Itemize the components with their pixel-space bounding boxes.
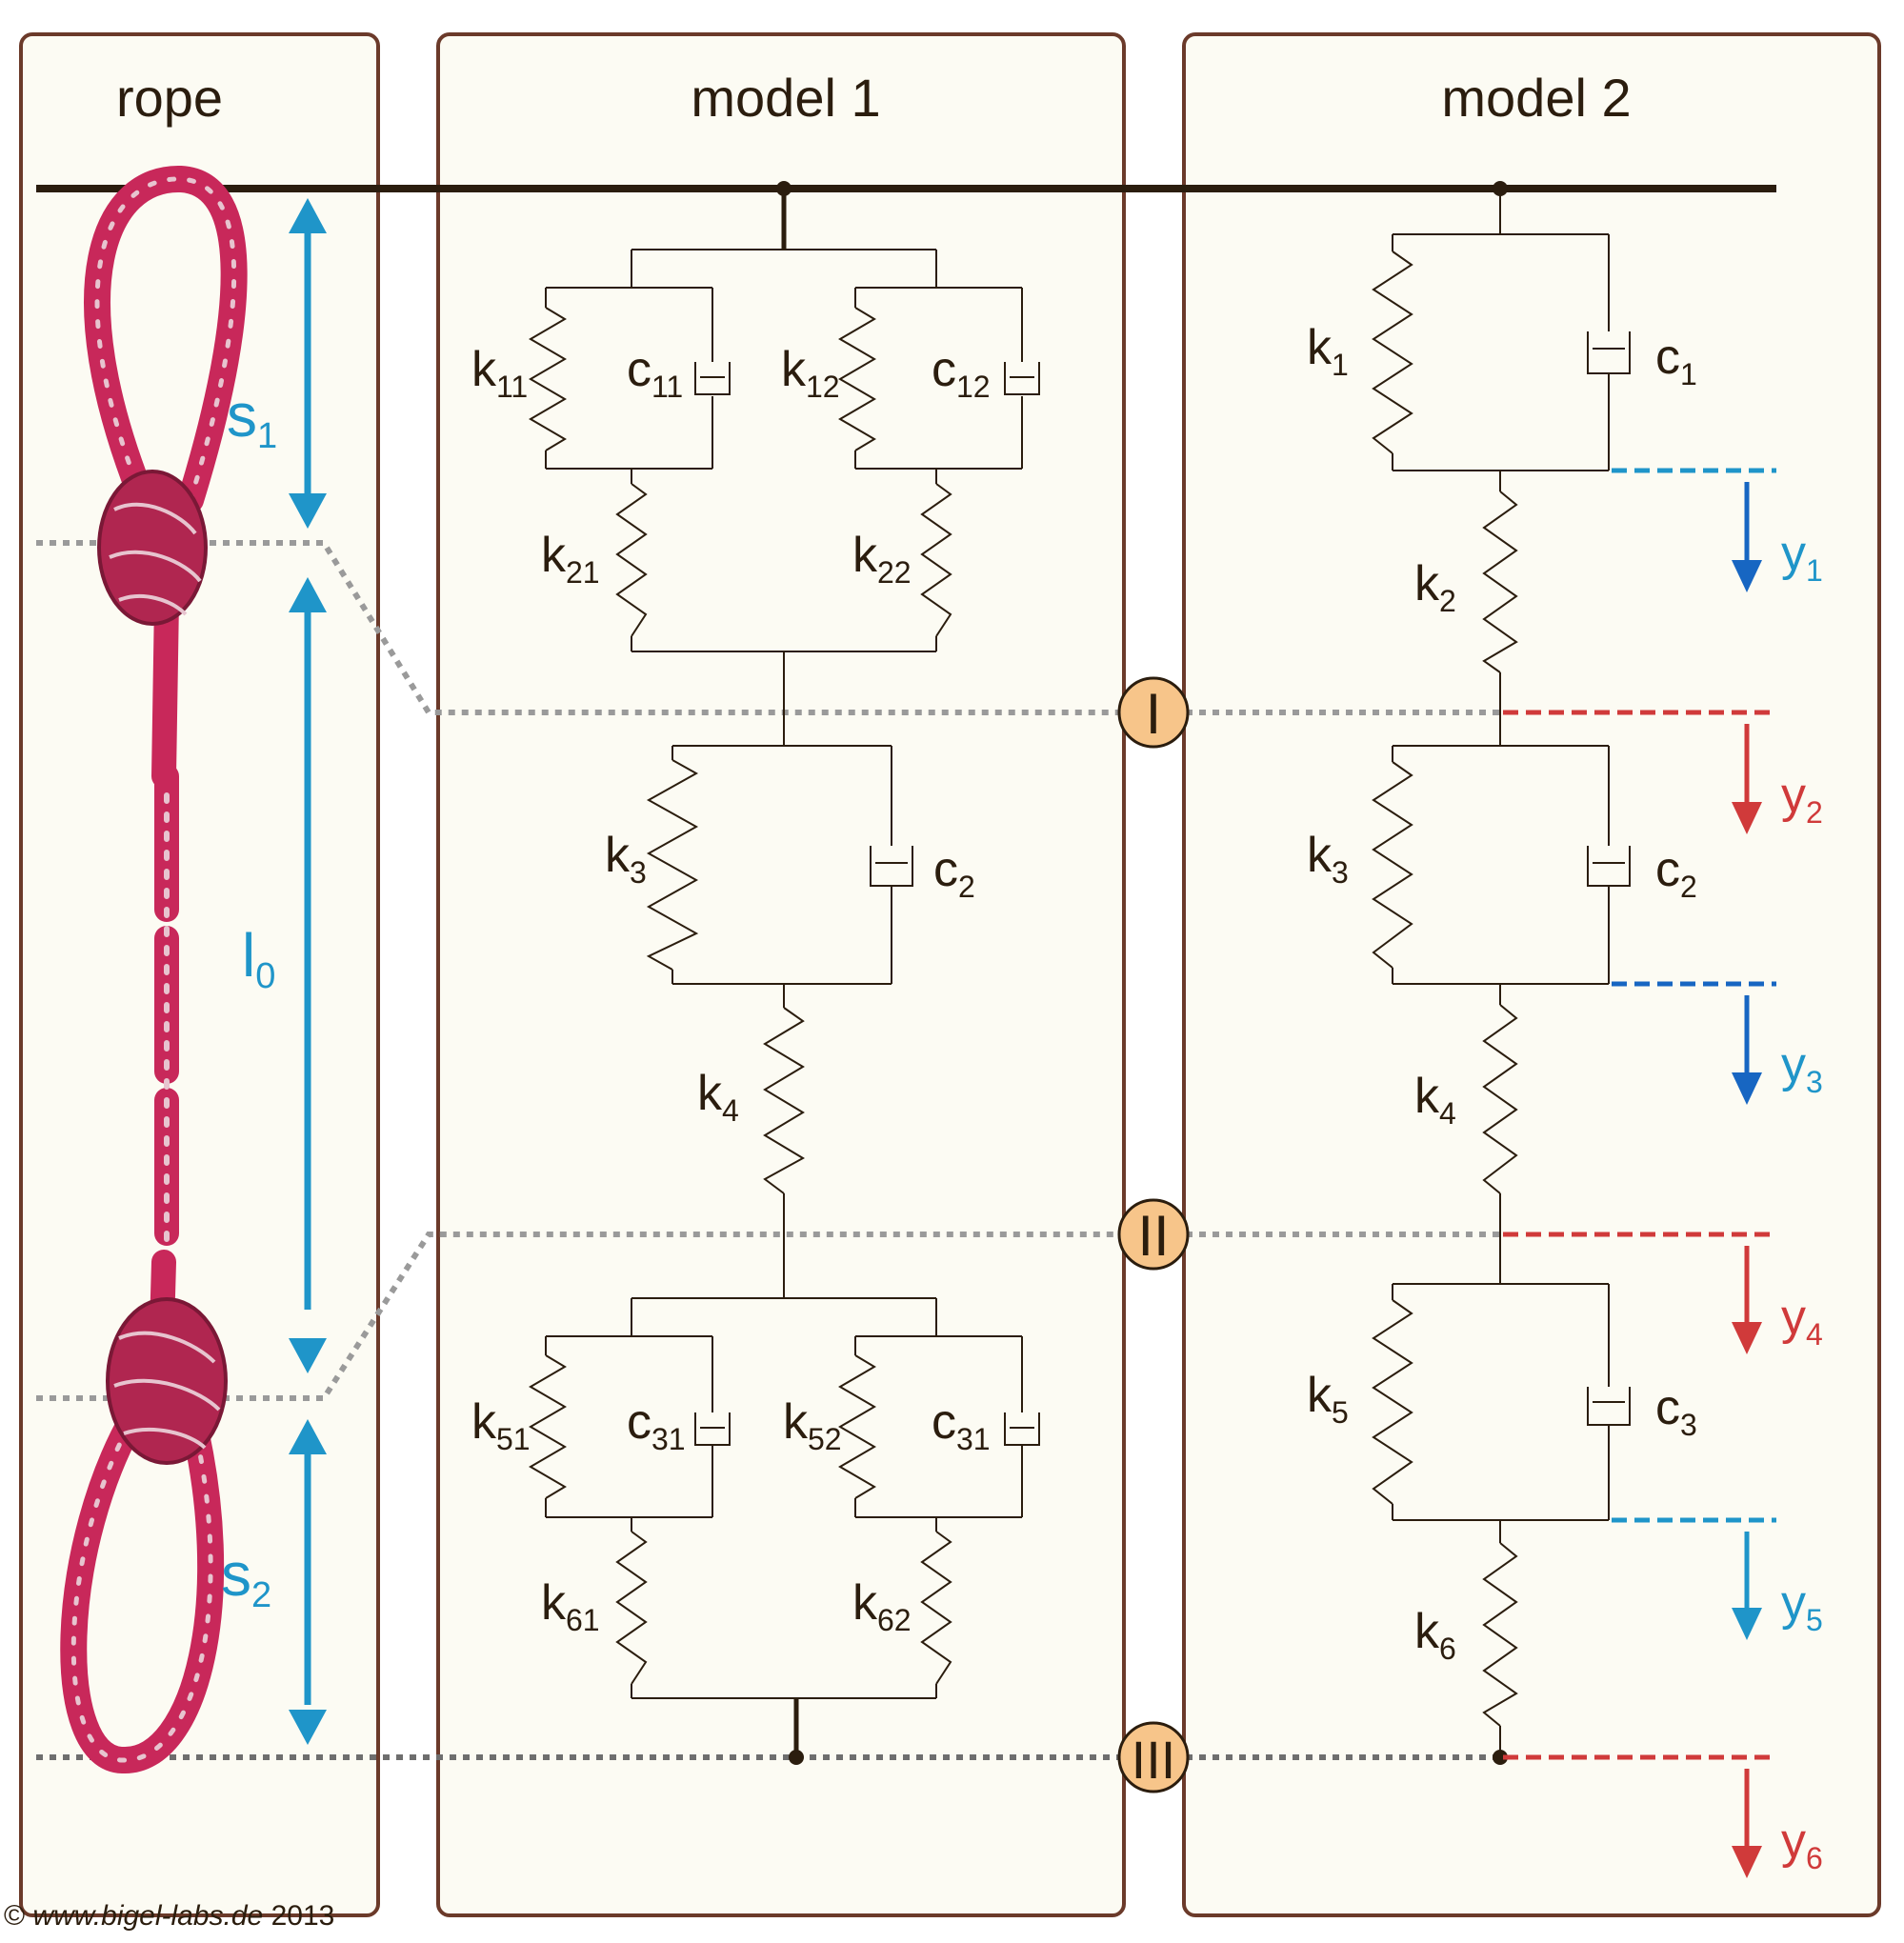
model1-wiring bbox=[545, 189, 1023, 1757]
damper-c11 bbox=[694, 362, 731, 395]
model1-labels: k11 c11 k12 c12 k21 k22 k3 c2 k4 k51 c31… bbox=[471, 342, 991, 1637]
marker-I bbox=[1117, 676, 1190, 749]
label-k51: k51 bbox=[471, 1394, 531, 1456]
label-k12: k12 bbox=[781, 342, 840, 404]
spring-k51 bbox=[529, 1354, 567, 1499]
label-k3-m2: k3 bbox=[1307, 828, 1349, 890]
spring-k11 bbox=[529, 307, 567, 451]
label-k62: k62 bbox=[852, 1575, 912, 1637]
label-c31b: c31 bbox=[932, 1394, 991, 1456]
label-k61: k61 bbox=[541, 1575, 600, 1637]
label-c3: c3 bbox=[1655, 1380, 1697, 1442]
rope-knot-top bbox=[97, 470, 208, 626]
displacement-arrows bbox=[1732, 482, 1762, 1878]
label-k21: k21 bbox=[541, 528, 600, 590]
spring-k52 bbox=[838, 1354, 876, 1499]
spring-k5 bbox=[1372, 1299, 1413, 1505]
section-markers: I II III bbox=[1117, 676, 1190, 1793]
model2-title: model 2 bbox=[1441, 68, 1631, 128]
rope-drawing bbox=[60, 165, 248, 1774]
damper-c2-m2 bbox=[1587, 846, 1631, 887]
model1-panel bbox=[436, 32, 1126, 1917]
rope-knot-bottom-strands bbox=[113, 1331, 221, 1450]
damper-c1 bbox=[1587, 331, 1631, 374]
spring-k12 bbox=[838, 307, 876, 451]
displacement-labels: y1 y2 y3 y4 y5 y6 bbox=[1781, 526, 1823, 1875]
spring-k4-m2 bbox=[1482, 1004, 1518, 1194]
label-y2: y2 bbox=[1781, 768, 1823, 830]
label-k52: k52 bbox=[783, 1394, 842, 1456]
marker-II-label: II bbox=[1137, 1204, 1169, 1268]
label-k22: k22 bbox=[852, 528, 912, 590]
model2-bottom-node bbox=[1493, 1750, 1508, 1765]
label-k4-m2: k4 bbox=[1414, 1069, 1456, 1131]
label-y6: y6 bbox=[1781, 1813, 1823, 1875]
label-c31a: c31 bbox=[627, 1394, 686, 1456]
damper-c3 bbox=[1587, 1387, 1631, 1426]
label-k5: k5 bbox=[1307, 1368, 1349, 1430]
label-y1: y1 bbox=[1781, 526, 1823, 588]
label-y3: y3 bbox=[1781, 1037, 1823, 1099]
spring-k22 bbox=[920, 483, 952, 637]
rope-title: rope bbox=[116, 68, 223, 128]
label-c2: c2 bbox=[933, 842, 975, 904]
model2-wiring bbox=[1392, 189, 1610, 1757]
rope-knot-bottom bbox=[106, 1297, 228, 1465]
label-k1: k1 bbox=[1307, 320, 1349, 382]
model1-bottom-node bbox=[789, 1750, 804, 1765]
spring-k6 bbox=[1482, 1542, 1518, 1727]
s1-label: s1 bbox=[227, 381, 277, 456]
label-k11: k11 bbox=[471, 342, 528, 404]
copyright-site: www.bigel-labs.de bbox=[32, 1900, 264, 1932]
label-k3: k3 bbox=[605, 828, 647, 890]
damper-c2 bbox=[870, 846, 913, 887]
model2-springs bbox=[1372, 250, 1518, 1727]
spring-k62 bbox=[920, 1531, 952, 1685]
model2-labels: k1 c1 k2 k3 c2 k4 k5 c3 k6 bbox=[1307, 320, 1697, 1666]
label-c11: c11 bbox=[627, 342, 683, 404]
label-k2: k2 bbox=[1414, 556, 1456, 618]
s2-label: s2 bbox=[221, 1540, 271, 1615]
label-y4: y4 bbox=[1781, 1290, 1823, 1352]
model2-dampers bbox=[1587, 331, 1631, 1426]
marker-II bbox=[1117, 1198, 1190, 1271]
label-k4: k4 bbox=[697, 1066, 739, 1128]
copyright-year: 2013 bbox=[271, 1900, 335, 1932]
damper-c31a bbox=[694, 1412, 731, 1446]
label-y5: y5 bbox=[1781, 1575, 1823, 1637]
displacement-lines bbox=[1503, 468, 1776, 1760]
label-c12: c12 bbox=[932, 342, 991, 404]
copyright-symbol: © bbox=[4, 1900, 26, 1932]
spring-k21 bbox=[615, 483, 648, 637]
rope-knot-top-strands bbox=[109, 502, 202, 616]
spring-k2 bbox=[1482, 491, 1518, 673]
dimension-arrowheads bbox=[289, 198, 327, 1745]
label-k6: k6 bbox=[1414, 1604, 1456, 1666]
spring-k3 bbox=[646, 759, 699, 971]
marker-I-label: I bbox=[1146, 682, 1162, 746]
spring-k61 bbox=[615, 1531, 648, 1685]
model2-panel bbox=[1182, 32, 1881, 1917]
damper-c31b bbox=[1004, 1412, 1040, 1446]
marker-III bbox=[1117, 1721, 1190, 1793]
l0-label: l0 bbox=[242, 921, 275, 996]
reference-lines bbox=[36, 540, 1500, 1401]
spring-k1 bbox=[1372, 250, 1413, 454]
marker-III-label: III bbox=[1132, 1730, 1176, 1790]
label-c2-m2: c2 bbox=[1655, 842, 1697, 904]
spring-k4 bbox=[763, 1007, 806, 1194]
damper-c12 bbox=[1004, 362, 1040, 395]
label-c1: c1 bbox=[1655, 330, 1697, 391]
copyright-notice: © www.bigel-labs.de 2013 bbox=[4, 1900, 334, 1933]
model1-title: model 1 bbox=[691, 68, 880, 128]
spring-k3-m2 bbox=[1372, 761, 1413, 969]
model1-springs bbox=[529, 307, 952, 1685]
model1-dampers bbox=[694, 362, 1040, 1446]
